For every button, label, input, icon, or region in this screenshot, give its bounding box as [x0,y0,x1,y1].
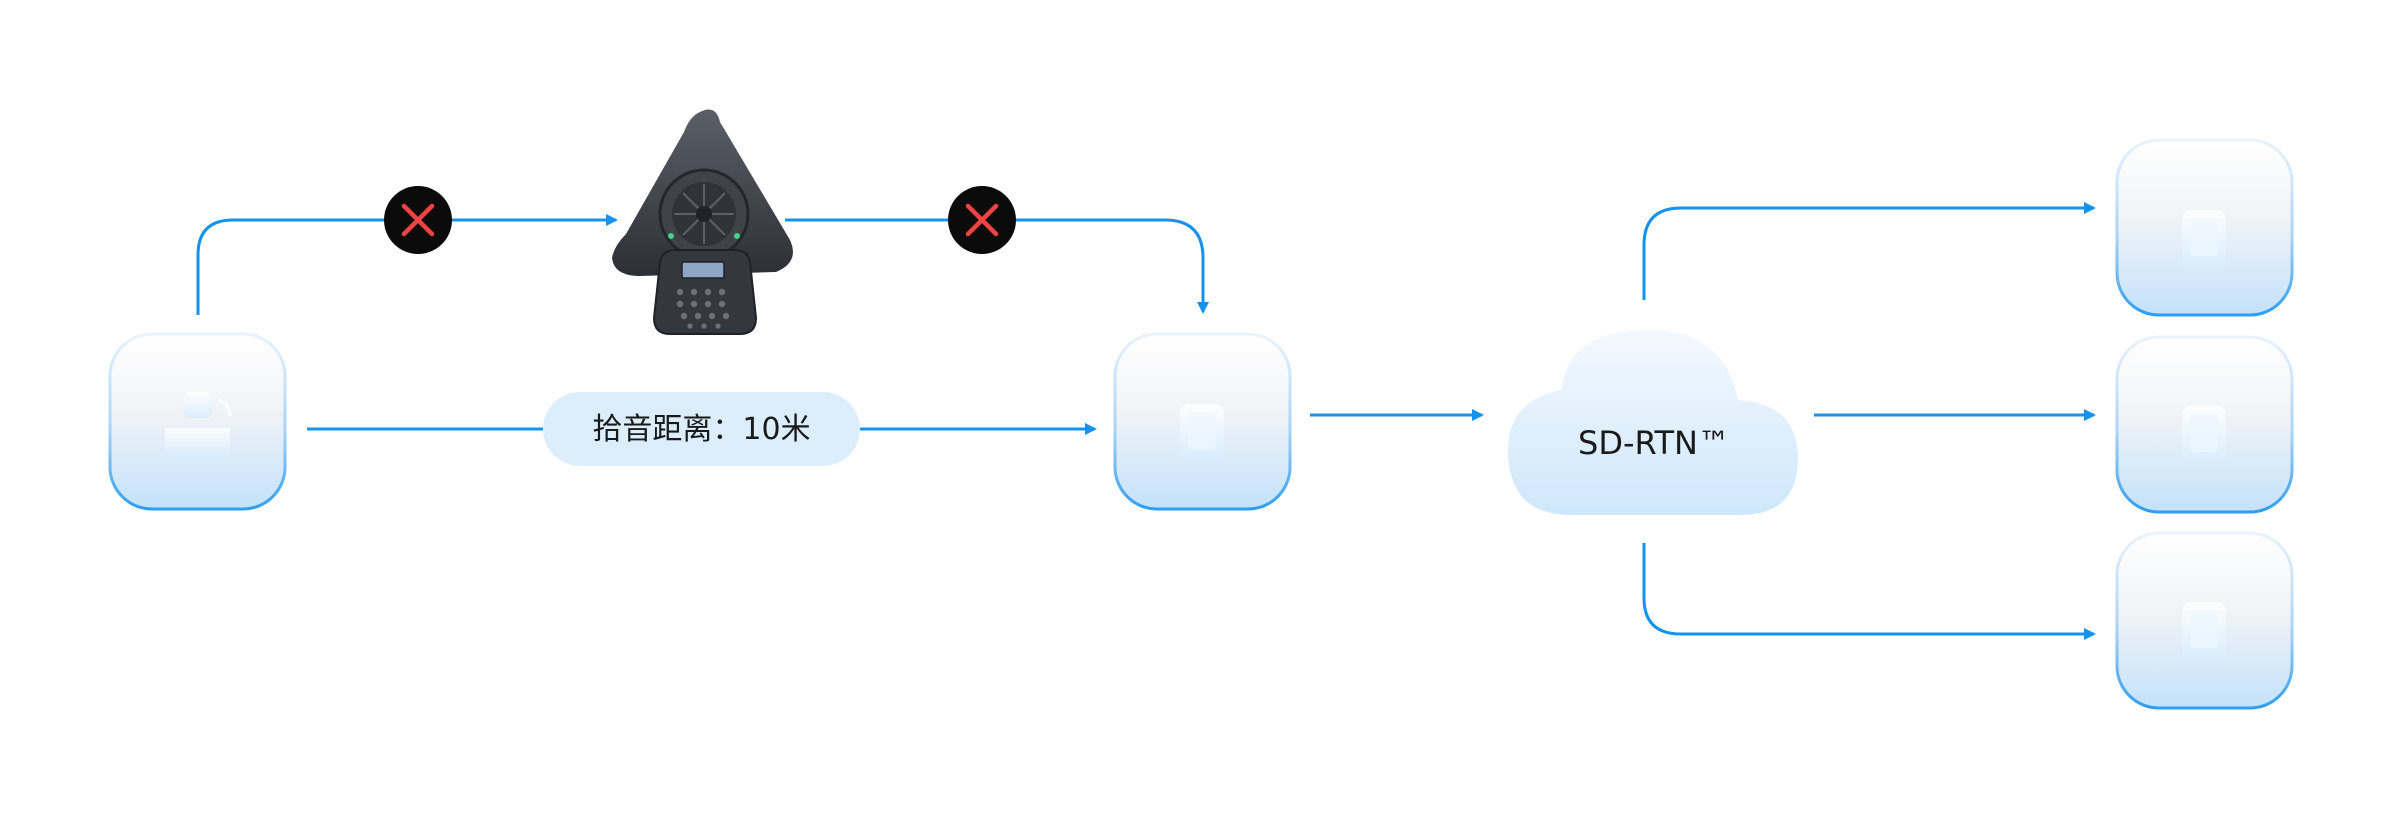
receiver-tile [1113,332,1292,511]
connector-cloud-to-device-3 [1642,543,2096,640]
device-tile-2 [2115,335,2294,514]
distance-label: 拾音距离：10米 [543,392,860,466]
device-tile-1 [2115,138,2294,317]
cloud-label: SD-RTN™ [1578,424,1730,462]
connector-speaker-to-phone [196,214,618,315]
connector-phone-to-receiver [785,218,1209,314]
connectors [196,202,2096,640]
phone-icon [2182,210,2226,268]
speaker-icon [165,392,232,456]
phone-icon [2182,602,2226,660]
speaker-tile [108,332,287,511]
connector-cloud-to-device-1 [1642,202,2096,300]
cloud-icon: SD-RTN™ [1508,330,1798,515]
distance-label-text: 拾音距离：10米 [592,412,810,447]
phone-icon [2182,406,2226,464]
blocked-x-icon [384,186,452,254]
device-tile-3 [2115,531,2294,710]
conference-phone-icon [612,109,793,335]
blocked-x-icon [948,186,1016,254]
phone-icon [1180,404,1224,462]
